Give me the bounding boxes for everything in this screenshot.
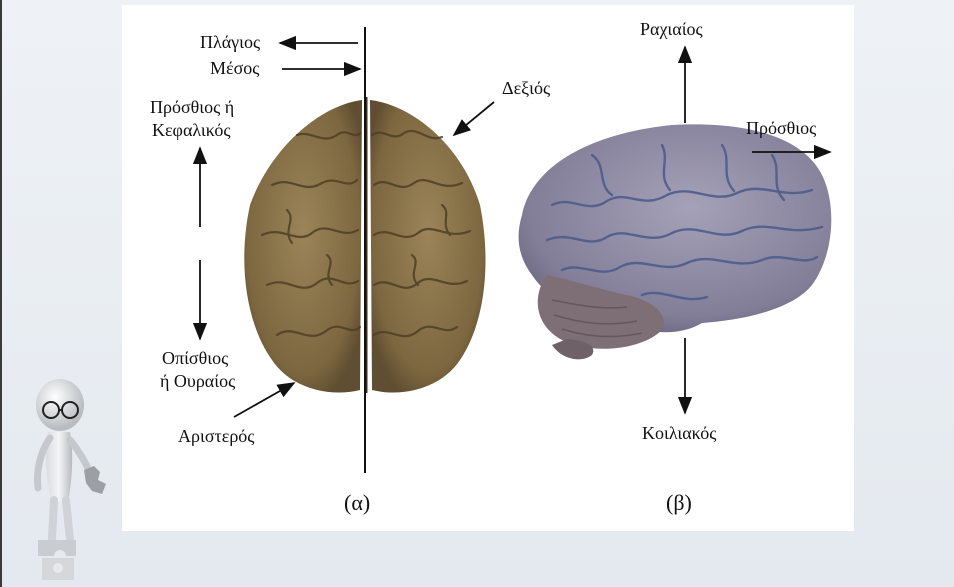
figure-graphics bbox=[122, 5, 854, 531]
label-lateral: Πλάγιος bbox=[200, 32, 260, 52]
brain-side-view bbox=[519, 124, 832, 359]
label-anterior-2: Κεφαλικός bbox=[152, 120, 231, 140]
label-right: Δεξιός bbox=[502, 78, 550, 98]
label-dorsal: Ραχιαίος bbox=[640, 19, 703, 39]
label-medial: Μέσος bbox=[210, 58, 259, 78]
right-arrow bbox=[454, 102, 494, 135]
caption-a: (α) bbox=[344, 493, 370, 513]
label-posterior-1: Οπίσθιος bbox=[162, 348, 228, 368]
brain-orientation-figure: Πλάγιος Μέσος Δεξιός Πρόσθιος ή Κεφαλικό… bbox=[122, 5, 854, 531]
label-ventral: Κοιλιακός bbox=[642, 423, 716, 443]
label-anterior-side: Πρόσθιος bbox=[746, 118, 816, 138]
label-left: Αριστερός bbox=[178, 426, 254, 446]
label-anterior-1: Πρόσθιος ή bbox=[150, 97, 234, 117]
left-arrow bbox=[234, 383, 294, 417]
caption-b: (β) bbox=[666, 493, 692, 513]
label-posterior-2: ή Ουραίος bbox=[160, 371, 235, 391]
mascot-figure bbox=[24, 372, 116, 584]
